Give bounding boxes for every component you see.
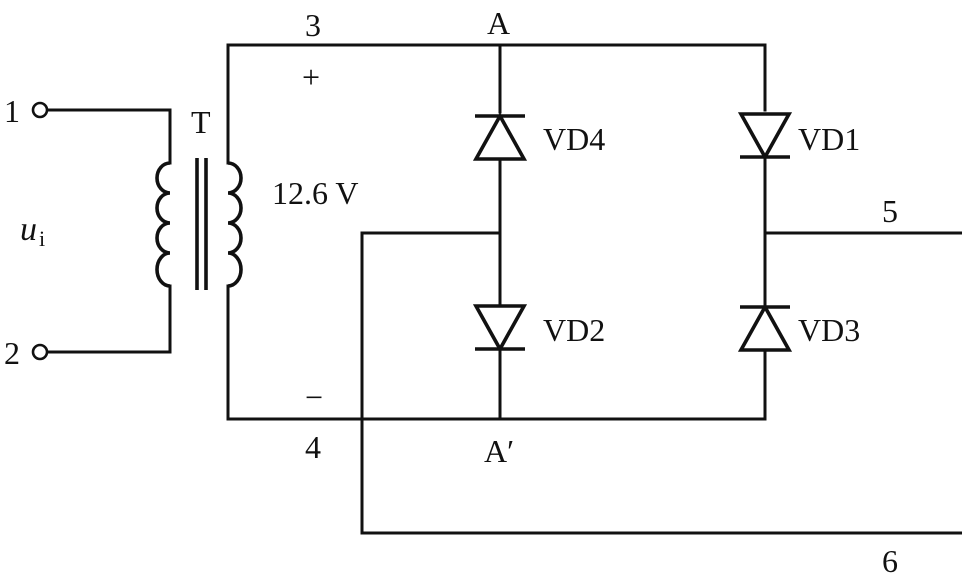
primary-coil bbox=[155, 161, 171, 288]
node-3-label: 3 bbox=[305, 7, 321, 43]
input-voltage-letter: u bbox=[20, 211, 37, 248]
wire-secondary-top bbox=[226, 43, 767, 165]
wire-input-1 bbox=[46, 108, 172, 165]
terminal-2-label: 2 bbox=[4, 335, 20, 371]
diode-vd3 bbox=[737, 303, 793, 352]
node-4-label: 4 bbox=[305, 429, 321, 465]
diode-vd1 bbox=[737, 112, 793, 161]
wire-input-2 bbox=[46, 284, 172, 354]
output-5-label: 5 bbox=[882, 193, 898, 229]
vd4-label: VD4 bbox=[543, 121, 605, 157]
terminal-1 bbox=[31, 101, 49, 119]
vd1-label: VD1 bbox=[798, 121, 860, 157]
node-a-label: A bbox=[487, 5, 510, 41]
terminal-2 bbox=[31, 343, 49, 361]
input-voltage-subscript: i bbox=[39, 226, 45, 251]
transformer bbox=[155, 158, 243, 290]
wire-secondary-bottom bbox=[226, 284, 767, 421]
diode-vd2 bbox=[472, 304, 528, 353]
transformer-label: T bbox=[191, 104, 211, 140]
terminal-1-label: 1 bbox=[4, 93, 20, 129]
diode-vd4 bbox=[472, 112, 528, 161]
wires bbox=[46, 43, 962, 535]
input-voltage-symbol: ui bbox=[20, 211, 45, 251]
vd2-label: VD2 bbox=[543, 312, 605, 348]
node-a-prime-label: A′ bbox=[484, 433, 514, 469]
plus-sign: + bbox=[302, 59, 320, 95]
secondary-coil bbox=[227, 161, 243, 288]
secondary-voltage-label: 12.6 V bbox=[272, 175, 359, 211]
minus-sign: − bbox=[305, 379, 323, 415]
output-6-label: 6 bbox=[882, 543, 898, 577]
wire-output-6 bbox=[360, 231, 962, 535]
vd3-label: VD3 bbox=[798, 312, 860, 348]
